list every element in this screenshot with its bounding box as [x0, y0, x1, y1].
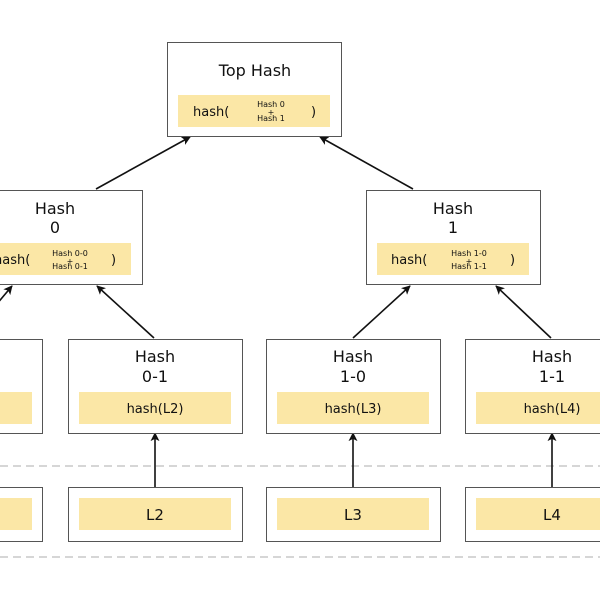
data-block-l4-bg — [476, 498, 600, 530]
data-block-l1-bg — [0, 498, 32, 530]
hash-0-arg1: Hash 0-0 — [52, 249, 88, 258]
hash-1-0-node: Hash 1-0 hash(L3) — [266, 339, 441, 434]
hash-1-formula-bg — [377, 243, 529, 275]
data-block-l2: L2 — [68, 487, 243, 542]
hash-1-arg1: Hash 1-0 — [451, 249, 487, 258]
hash-1-index: 1 — [448, 218, 458, 237]
hash-0-1-formula: hash(L2) — [127, 402, 184, 417]
edge-hash10-to-hash1 — [352, 285, 411, 339]
data-block-l3-bg — [277, 498, 429, 530]
hash-0-plus: + — [67, 257, 74, 266]
hash-0-index: 0 — [50, 218, 60, 237]
top-hash-arg2: Hash 1 — [257, 114, 285, 123]
hash-1-1-index: 1-1 — [539, 367, 565, 386]
hash-1-fn-close: ) — [510, 253, 515, 268]
hash-0-title: Hash — [35, 199, 75, 218]
top-hash-fn-open: hash( — [193, 105, 229, 120]
hash-1-1-formula: hash(L4) — [524, 402, 581, 417]
edge-hash1-to-top — [319, 136, 414, 190]
hash-0-1-formula-bg — [79, 392, 231, 424]
data-block-l3-label: L3 — [344, 506, 362, 524]
edge-hash11-to-hash1 — [495, 285, 552, 339]
edge-hash0-to-top — [95, 136, 191, 190]
hash-0-0-node — [0, 339, 43, 434]
hash-0-node: Hash 0 hash( Hash 0-0 + Hash 0-1 ) — [0, 190, 143, 285]
hash-1-0-index: 1-0 — [340, 367, 366, 386]
hash-1-arg2: Hash 1-1 — [451, 262, 487, 271]
hash-0-1-index: 0-1 — [142, 367, 168, 386]
top-hash-title: Top Hash — [218, 61, 291, 80]
data-block-l4: L4 — [465, 487, 600, 542]
top-hash-fn-close: ) — [311, 105, 316, 120]
hash-1-1-title: Hash — [532, 347, 572, 366]
edge-hash01-to-hash0 — [96, 285, 155, 339]
data-block-l4-label: L4 — [543, 506, 561, 524]
data-block-l1 — [0, 487, 43, 542]
hash-0-arg2: Hash 0-1 — [52, 262, 88, 271]
top-hash-plus: + — [268, 108, 275, 117]
edge-hash00-to-hash0 — [0, 285, 13, 302]
data-block-l2-bg — [79, 498, 231, 530]
hash-0-1-node: Hash 0-1 hash(L2) — [68, 339, 243, 434]
hash-1-fn-open: hash( — [391, 253, 427, 268]
hash-0-formula-bg — [0, 243, 131, 275]
hash-0-fn-open: hash( — [0, 253, 30, 268]
hash-1-0-formula: hash(L3) — [325, 402, 382, 417]
hash-1-plus: + — [466, 257, 473, 266]
top-hash-node: Top Hash hash( Hash 0 + Hash 1 ) — [167, 42, 342, 137]
hash-1-1-node: Hash 1-1 hash(L4) — [465, 339, 600, 434]
data-block-l3: L3 — [266, 487, 441, 542]
hash-1-node: Hash 1 hash( Hash 1-0 + Hash 1-1 ) — [366, 190, 541, 285]
hash-0-1-title: Hash — [135, 347, 175, 366]
top-hash-arg1: Hash 0 — [257, 100, 285, 109]
hash-0-0-formula-bg — [0, 392, 32, 424]
hash-0-fn-close: ) — [111, 253, 116, 268]
hash-1-0-formula-bg — [277, 392, 429, 424]
top-hash-formula-bg — [178, 95, 330, 127]
hash-1-title: Hash — [433, 199, 473, 218]
hash-1-0-title: Hash — [333, 347, 373, 366]
data-block-l2-label: L2 — [146, 506, 164, 524]
hash-1-1-formula-bg — [476, 392, 600, 424]
